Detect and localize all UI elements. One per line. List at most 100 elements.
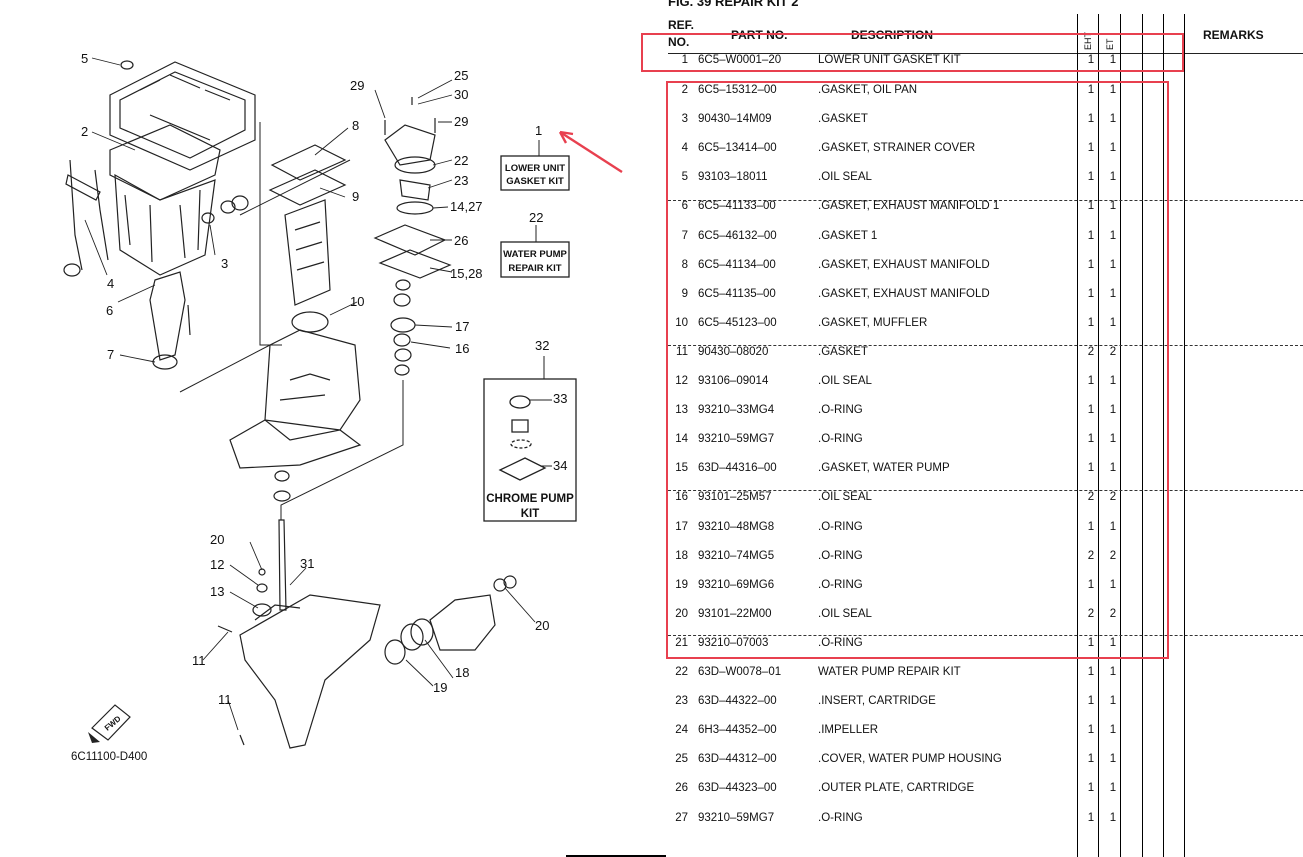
part-number: 90430–08020	[698, 345, 769, 358]
description: .OIL SEAL	[818, 171, 872, 184]
callout-33: 33	[553, 391, 567, 406]
qty-et: 2	[1109, 549, 1117, 562]
part-number: 93210–07003	[698, 636, 769, 649]
description: .OIL SEAL	[818, 375, 872, 387]
lower-unit-kit-label-1: LOWER UNIT	[505, 163, 565, 174]
part-drive-shaft	[278, 519, 287, 611]
callout-2: 2	[81, 124, 88, 139]
description: .OIL SEAL	[818, 491, 872, 504]
qty-et: 1	[1109, 636, 1117, 649]
group-separator	[668, 200, 1303, 201]
callout-9: 9	[352, 189, 359, 204]
ref-no: 4	[681, 142, 688, 155]
callout-24: 23	[454, 173, 468, 188]
part-number: 6C5–41135–00	[698, 287, 776, 300]
qty-eht: 2	[1087, 549, 1095, 562]
qty-eht: 2	[1087, 345, 1095, 358]
qty-eht: 1	[1087, 229, 1095, 242]
ref-no: 3	[681, 113, 688, 126]
ref-no: 22	[675, 666, 688, 678]
qty-et: 1	[1109, 753, 1117, 766]
callout-21: 20	[210, 532, 224, 547]
qty-et: 1	[1109, 520, 1117, 533]
qty-eht: 1	[1087, 724, 1095, 737]
qty-et: 1	[1109, 666, 1117, 678]
description: .GASKET 1	[818, 229, 878, 242]
qty-et: 1	[1109, 142, 1117, 155]
qty-et: 1	[1109, 113, 1117, 126]
qty-eht: 1	[1087, 520, 1095, 533]
part-number: 6C5–15312–00	[698, 84, 777, 96]
qty-et: 1	[1109, 375, 1117, 387]
callout-17: 17	[455, 319, 469, 334]
col-rule-6	[1184, 14, 1185, 857]
exploded-parts-diagram: 5 2 3 4 6 7 8 9 10 29 25 30 29 22 23 14,…	[63, 51, 623, 763]
callout-14-27: 14,27	[450, 199, 483, 214]
highlight-kit-contents	[666, 81, 1169, 659]
callout-8: 8	[352, 118, 359, 133]
ref-no: 17	[675, 520, 688, 533]
callout-12: 12	[210, 557, 224, 572]
qty-et: 1	[1109, 811, 1117, 824]
part-number: 93210–48MG8	[698, 520, 775, 533]
callout-16: 16	[455, 341, 469, 356]
callout-10: 10	[350, 294, 364, 309]
part-number: 90430–14M09	[698, 113, 772, 126]
description: .GASKET	[818, 345, 868, 358]
qty-eht: 1	[1087, 433, 1095, 446]
col-rule-2	[1098, 14, 1099, 857]
ref-no: 9	[681, 287, 688, 300]
part-strainer	[69, 159, 109, 271]
ref-no: 21	[675, 636, 688, 649]
description-header: DESCRIPTION	[851, 28, 934, 42]
qty-eht: 1	[1087, 316, 1095, 329]
callout-20: 20	[535, 618, 549, 633]
callout-5: 5	[81, 51, 88, 66]
qty-et: 1	[1109, 258, 1117, 271]
description: .COVER, WATER PUMP HOUSING	[818, 753, 1002, 766]
header-rule	[668, 53, 1303, 54]
description: .IMPELLER	[818, 724, 879, 737]
part-number: 93210–69MG6	[698, 578, 775, 591]
part-exhaust-manifold	[149, 271, 186, 361]
description: LOWER UNIT GASKET KIT	[818, 54, 961, 66]
qty-eht: 1	[1087, 404, 1095, 417]
qty-eht: 1	[1087, 811, 1095, 824]
description: .O-RING	[818, 549, 863, 562]
part-number: 63D–44316–00	[698, 462, 777, 475]
callout-29a: 29	[350, 78, 364, 93]
highlight-kit-row	[641, 33, 1184, 72]
qty-et: 1	[1109, 84, 1117, 96]
ref-header: REF.	[668, 18, 695, 32]
part-oil-pan	[114, 173, 216, 276]
group-separator	[668, 490, 1303, 491]
chrome-pump-kit-label-1: CHROME PUMP	[486, 493, 574, 505]
description: .GASKET, STRAINER COVER	[818, 142, 976, 155]
description: .GASKET, EXHAUST MANIFOLD 1	[818, 200, 1000, 213]
part-oil-pan-top	[109, 61, 256, 171]
no-header: NO.	[668, 35, 690, 49]
callout-34: 34	[553, 458, 567, 473]
callout-6: 6	[106, 303, 113, 318]
callout-7: 7	[107, 347, 114, 362]
part-gasket-oil-pan	[109, 124, 221, 201]
description: .GASKET, MUFFLER	[818, 316, 928, 329]
ref-no: 11	[676, 345, 688, 358]
qty-eht: 1	[1087, 578, 1095, 591]
part-number: 6C5–41133–00	[698, 200, 776, 213]
ref-no: 23	[675, 695, 688, 708]
qty-eht: 1	[1087, 200, 1095, 213]
part-number: 93210–59MG7	[698, 811, 775, 824]
part-number: 63D–44322–00	[698, 695, 777, 708]
callout-15-28: 15,28	[450, 266, 483, 281]
